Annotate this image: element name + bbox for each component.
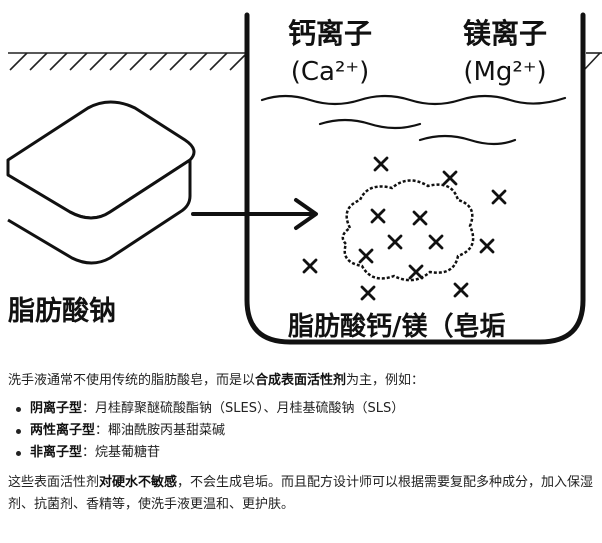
- magnesium-ion-formula: (Mg²⁺): [463, 57, 546, 87]
- surface-hatching: [8, 52, 248, 71]
- ion-marker: [408, 264, 424, 280]
- intro-text-end: 为主，例如：: [346, 373, 425, 388]
- surfactant-type: 非离子型: [30, 445, 83, 460]
- ion-marker: [302, 258, 318, 274]
- intro-text: 洗手液通常不使用传统的脂肪酸皂，而是以: [8, 373, 256, 388]
- ion-marker: [360, 285, 376, 301]
- calcium-ion-formula: (Ca²⁺): [291, 57, 370, 87]
- ion-marker: [370, 208, 386, 224]
- ion-marker: [373, 156, 389, 172]
- surfactant-list: 阴离子型：月桂醇聚醚硫酸酯钠（SLES）、月桂基硫酸钠（SLS） 两性离子型：椰…: [8, 398, 596, 464]
- conclusion-emphasis: 对硬水不敏感: [99, 475, 178, 490]
- intro-emphasis: 合成表面活性剂: [255, 373, 347, 388]
- soap-label: 脂肪酸钠: [8, 296, 116, 327]
- ion-marker: [428, 234, 444, 250]
- soap-bar: [6, 100, 196, 265]
- surfactant-type: 阴离子型: [30, 401, 83, 416]
- beaker: [244, 12, 586, 345]
- surfactant-type: 两性离子型: [30, 423, 96, 438]
- ion-marker: [491, 189, 507, 205]
- ion-marker: [387, 234, 403, 250]
- precipitate-cloud: [341, 179, 475, 282]
- ion-marker: [412, 210, 428, 226]
- ion-markers: [302, 156, 507, 301]
- surface-hatching-right: [583, 52, 602, 71]
- ion-marker: [358, 248, 374, 264]
- calcium-ion-label: 钙离子: [288, 17, 372, 50]
- intro-paragraph: 洗手液通常不使用传统的脂肪酸皂，而是以合成表面活性剂为主，例如：: [8, 370, 596, 392]
- list-item: 两性离子型：椰油酰胺丙基甜菜碱: [16, 420, 596, 442]
- conclusion-paragraph: 这些表面活性剂对硬水不敏感，不会生成皂垢。而且配方设计师可以根据需要复配多种成分…: [8, 472, 596, 516]
- surfactant-examples: ：烷基葡糖苷: [82, 445, 161, 460]
- conclusion-text-end: ，不会生成皂垢。而且配方设计师可以根据需要复配多种成分，加入保湿剂、抗菌剂、香精…: [8, 475, 594, 512]
- surfactant-examples: ：椰油酰胺丙基甜菜碱: [95, 423, 226, 438]
- article-body: 洗手液通常不使用传统的脂肪酸皂，而是以合成表面活性剂为主，例如： 阴离子型：月桂…: [8, 370, 596, 516]
- surfactant-examples: ：月桂醇聚醚硫酸酯钠（SLES）、月桂基硫酸钠（SLS）: [82, 401, 405, 416]
- ion-marker: [442, 170, 458, 186]
- water-waves: [260, 94, 567, 146]
- list-item: 阴离子型：月桂醇聚醚硫酸酯钠（SLES）、月桂基硫酸钠（SLS）: [16, 398, 596, 420]
- hard-water-reaction-diagram: 钙离子 (Ca²⁺) 镁离子 (Mg²⁺) 脂肪酸钠 脂肪酸钙/镁（皂垢: [6, 12, 602, 345]
- list-item: 非离子型：烷基葡糖苷: [16, 442, 596, 464]
- precipitate-label: 脂肪酸钙/镁（皂垢: [288, 312, 506, 342]
- illustration: 钙离子 (Ca²⁺) 镁离子 (Mg²⁺) 脂肪酸钠 脂肪酸钙/镁（皂垢: [6, 12, 602, 345]
- reaction-arrow: [191, 198, 318, 230]
- magnesium-ion-label: 镁离子: [463, 17, 547, 50]
- ion-marker: [453, 282, 469, 298]
- ion-marker: [479, 238, 495, 254]
- conclusion-text: 这些表面活性剂: [8, 475, 100, 490]
